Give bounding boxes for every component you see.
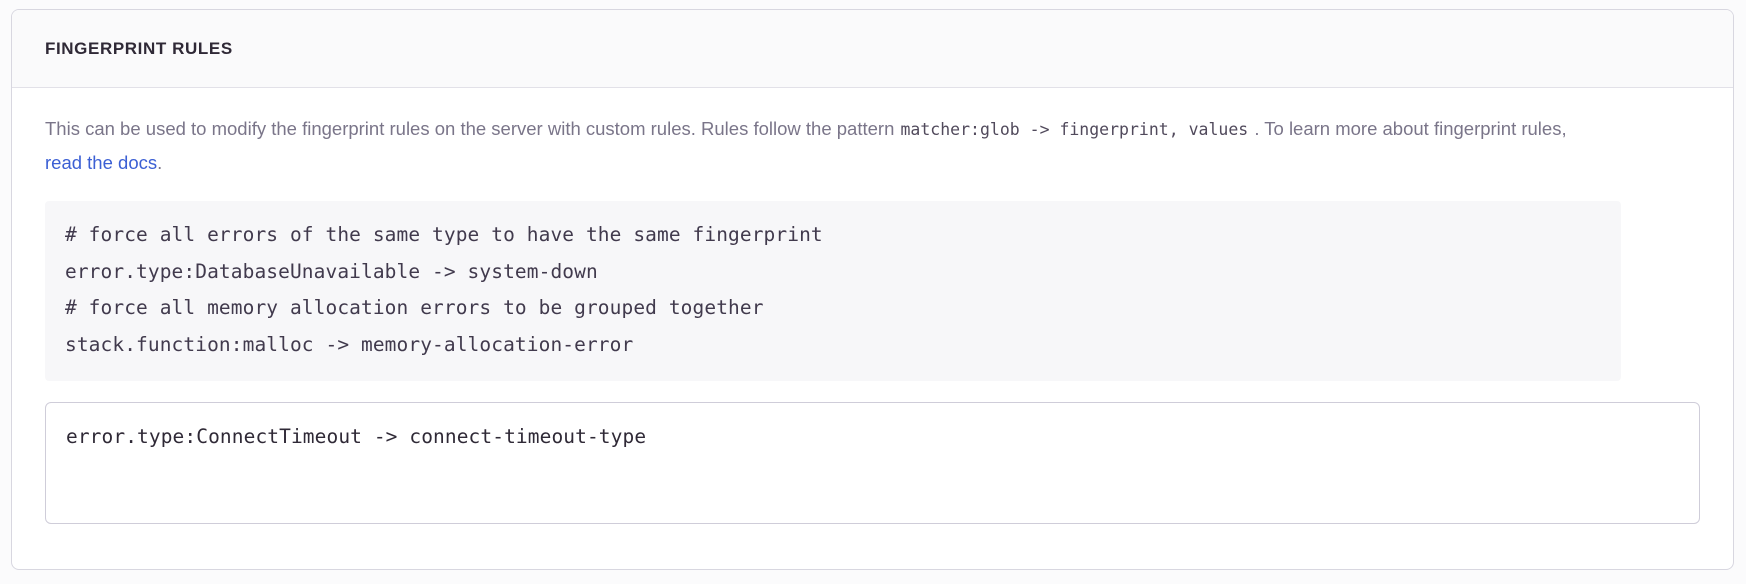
description-trailing-text: . — [157, 152, 163, 173]
panel-body: This can be used to modify the fingerpri… — [12, 88, 1733, 524]
panel-description: This can be used to modify the fingerpri… — [45, 112, 1605, 179]
fingerprint-rules-input[interactable]: error.type:ConnectTimeout -> connect-tim… — [45, 402, 1700, 524]
code-line: error.type:DatabaseUnavailable -> system… — [65, 259, 598, 283]
pattern-inline-code: matcher:glob -> fingerprint, values — [900, 120, 1249, 139]
example-code-block: # force all errors of the same type to h… — [45, 201, 1621, 381]
read-the-docs-link[interactable]: read the docs — [45, 152, 158, 173]
code-line: # force all errors of the same type to h… — [65, 223, 823, 246]
code-line: # force all memory allocation errors to … — [65, 296, 764, 319]
page-title: FINGERPRINT RULES — [45, 38, 233, 58]
fingerprint-rules-input-text[interactable]: error.type:ConnectTimeout -> connect-tim… — [66, 425, 647, 448]
code-line: stack.function:malloc -> memory-allocati… — [65, 332, 634, 356]
description-mid-text: . To learn more about fingerprint rules, — [1249, 118, 1567, 139]
panel-header: FINGERPRINT RULES — [12, 10, 1733, 88]
fingerprint-rules-panel: FINGERPRINT RULES This can be used to mo… — [11, 9, 1734, 570]
description-lead-text: This can be used to modify the fingerpri… — [45, 118, 900, 139]
